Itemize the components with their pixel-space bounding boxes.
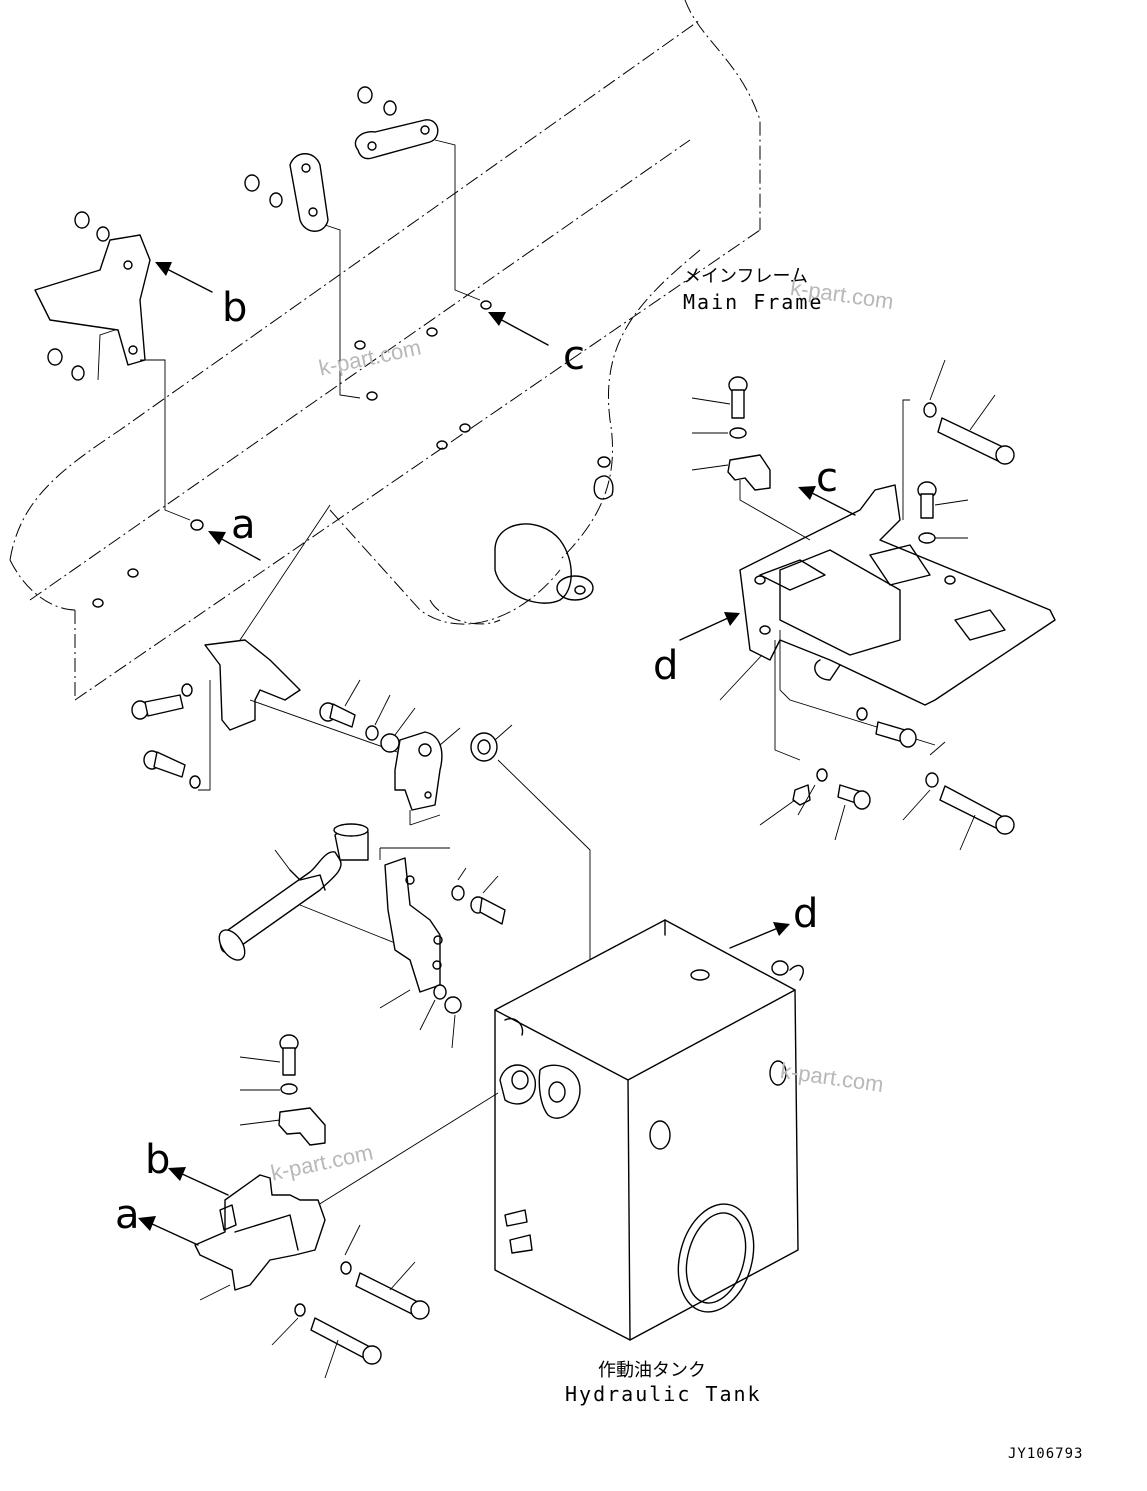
right-mount-bracket xyxy=(719,484,1056,761)
hydraulic-pipe xyxy=(218,823,401,961)
mid-left-bracket xyxy=(131,504,421,791)
marker-a-top: a xyxy=(231,502,256,548)
link-plates xyxy=(190,86,481,531)
lower-left-support xyxy=(194,1034,430,1379)
right-hardware xyxy=(691,359,1015,851)
mid-hardware xyxy=(319,679,612,1136)
frame-holes xyxy=(92,300,611,608)
marker-c-right: c xyxy=(816,455,838,501)
arrow-c-right xyxy=(798,486,856,516)
bolt xyxy=(143,750,201,789)
arrow-c-top xyxy=(488,312,549,346)
bolt xyxy=(131,683,193,720)
hydraulic-tank-label-en: Hydraulic Tank xyxy=(565,1382,762,1406)
arrow-b-bottom xyxy=(168,1167,229,1196)
hydraulic-tank xyxy=(309,919,804,1341)
marker-b-top: b xyxy=(222,285,248,331)
hydraulic-tank-label-jp: 作動油タンク xyxy=(598,1360,706,1381)
marker-d-tank: d xyxy=(793,891,819,937)
arrow-d-right xyxy=(679,612,740,641)
arrow-d-tank xyxy=(729,922,790,949)
main-frame-label-en: Main Frame xyxy=(683,290,824,314)
arrow-a-bottom xyxy=(138,1216,199,1246)
marker-d-right: d xyxy=(653,643,679,689)
main-frame-outline xyxy=(9,0,761,701)
figure-id: JY106793 xyxy=(1008,1446,1084,1462)
marker-b-bottom: b xyxy=(145,1137,171,1183)
arrow-a-top xyxy=(208,531,261,561)
main-frame-label-jp: メインフレーム xyxy=(683,266,808,287)
marker-a-bottom: a xyxy=(115,1192,140,1238)
drive-flange xyxy=(494,475,614,604)
clamp-bracket xyxy=(379,847,506,1049)
marker-c-top: c xyxy=(563,333,585,379)
arrow-b-top xyxy=(155,262,213,293)
upper-left-bracket xyxy=(34,211,191,521)
